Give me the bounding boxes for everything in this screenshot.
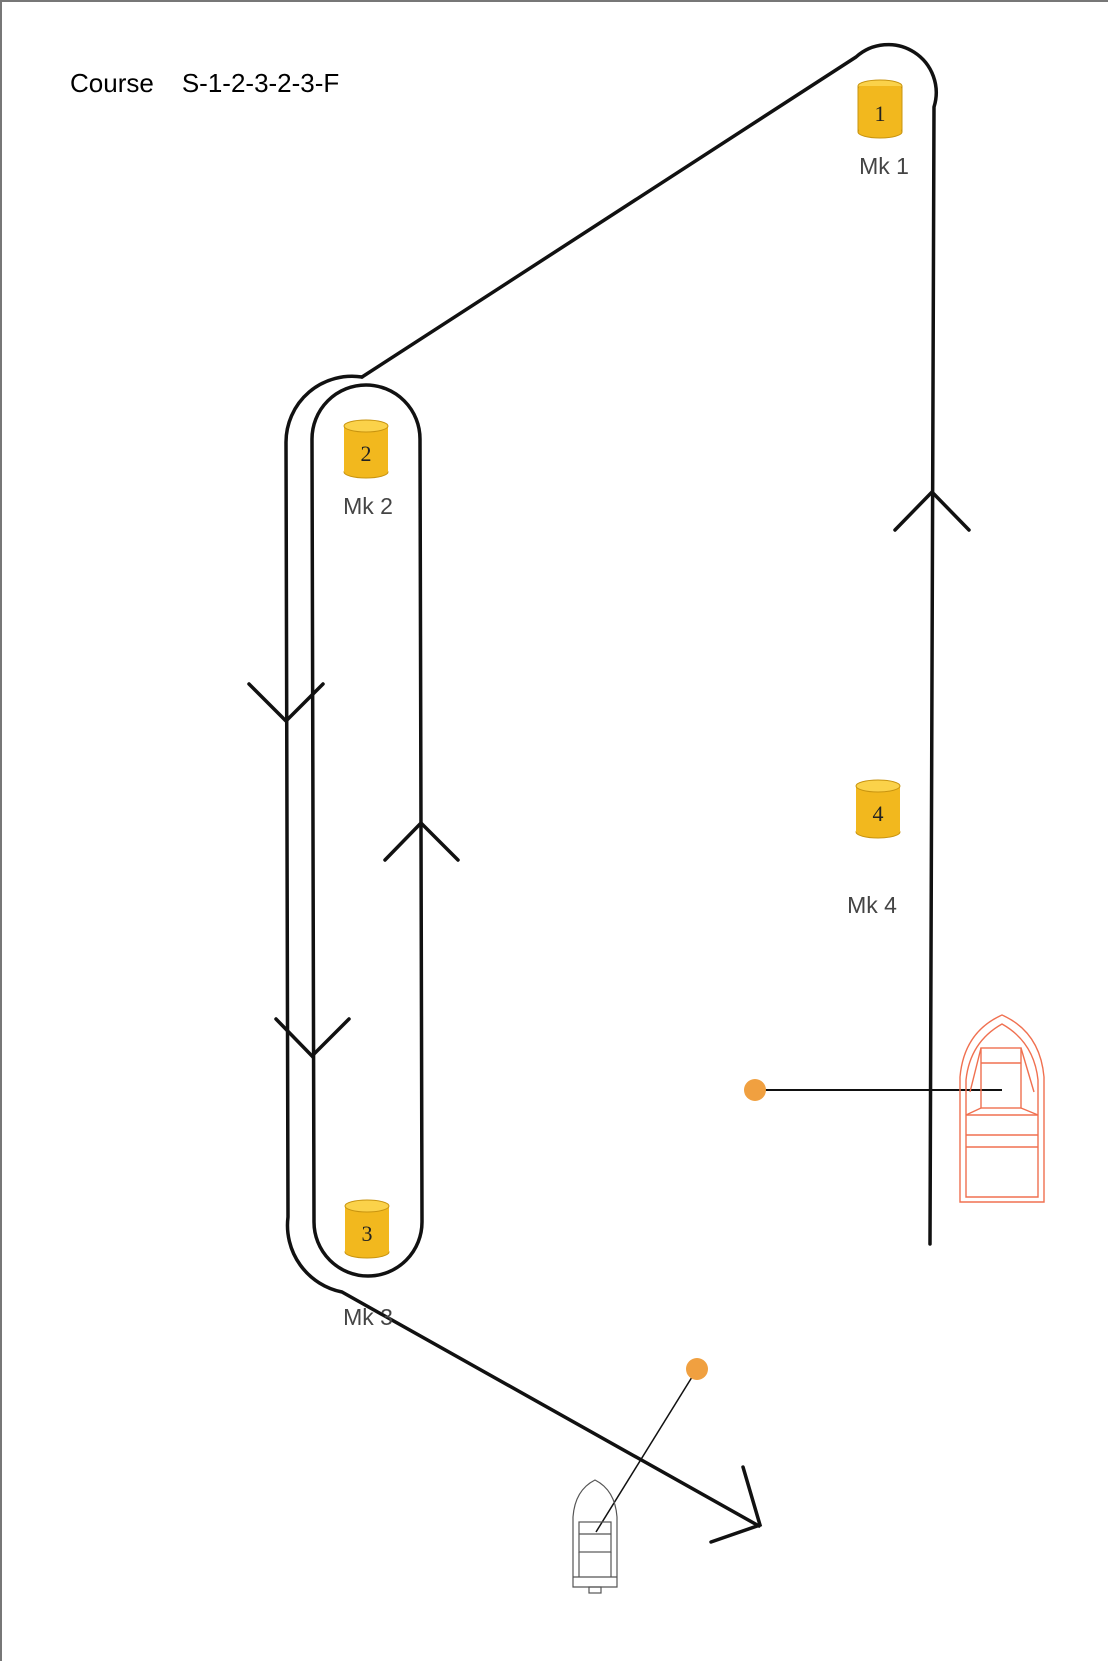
course-leg-outer bbox=[284, 374, 761, 1528]
course-label-text: Course bbox=[70, 68, 154, 98]
mark-4-label: Mk 4 bbox=[847, 892, 897, 918]
course-sequence: S-1-2-3-2-3-F bbox=[181, 68, 340, 98]
start-pin-dot bbox=[686, 1358, 708, 1380]
mark-3-label: Mk 3 bbox=[343, 1304, 393, 1330]
mark-2-top bbox=[343, 419, 389, 433]
mark-2-label: Mk 2 bbox=[343, 493, 393, 519]
mark-1-label: Mk 1 bbox=[859, 153, 909, 179]
course-leg-right bbox=[360, 42, 938, 1246]
committee-boat bbox=[959, 1014, 1045, 1203]
mark-3-number: 3 bbox=[362, 1221, 373, 1246]
mark-3: 3 Mk 3 bbox=[343, 1199, 393, 1330]
start-line-lower bbox=[595, 1358, 708, 1533]
arrow-up-inner bbox=[383, 820, 460, 862]
mark-4: 4 Mk 4 bbox=[847, 779, 901, 918]
mark-4-top bbox=[855, 779, 901, 793]
finish-pin-dot bbox=[744, 1079, 766, 1101]
arrow-finish bbox=[709, 1465, 763, 1544]
course-title: Course S-1-2-3-2-3-F bbox=[70, 68, 339, 99]
mark-4-number: 4 bbox=[873, 801, 884, 826]
arrow-down-outer-lower bbox=[274, 1017, 351, 1059]
start-line bbox=[595, 1368, 698, 1533]
arrow-down-outer-upper bbox=[247, 682, 325, 724]
committee-boat-line bbox=[744, 1079, 1002, 1101]
course-path bbox=[284, 42, 938, 1528]
direction-arrows bbox=[247, 489, 971, 1544]
course-leg-inner bbox=[310, 383, 424, 1278]
small-boat bbox=[572, 1479, 618, 1594]
mark-1: 1 Mk 1 bbox=[857, 79, 909, 179]
mark-1-number: 1 bbox=[875, 101, 886, 126]
mark-3-top bbox=[344, 1199, 390, 1213]
arrow-up-right-leg bbox=[893, 489, 971, 532]
mark-2-number: 2 bbox=[361, 441, 372, 466]
mark-2: 2 Mk 2 bbox=[343, 419, 393, 519]
